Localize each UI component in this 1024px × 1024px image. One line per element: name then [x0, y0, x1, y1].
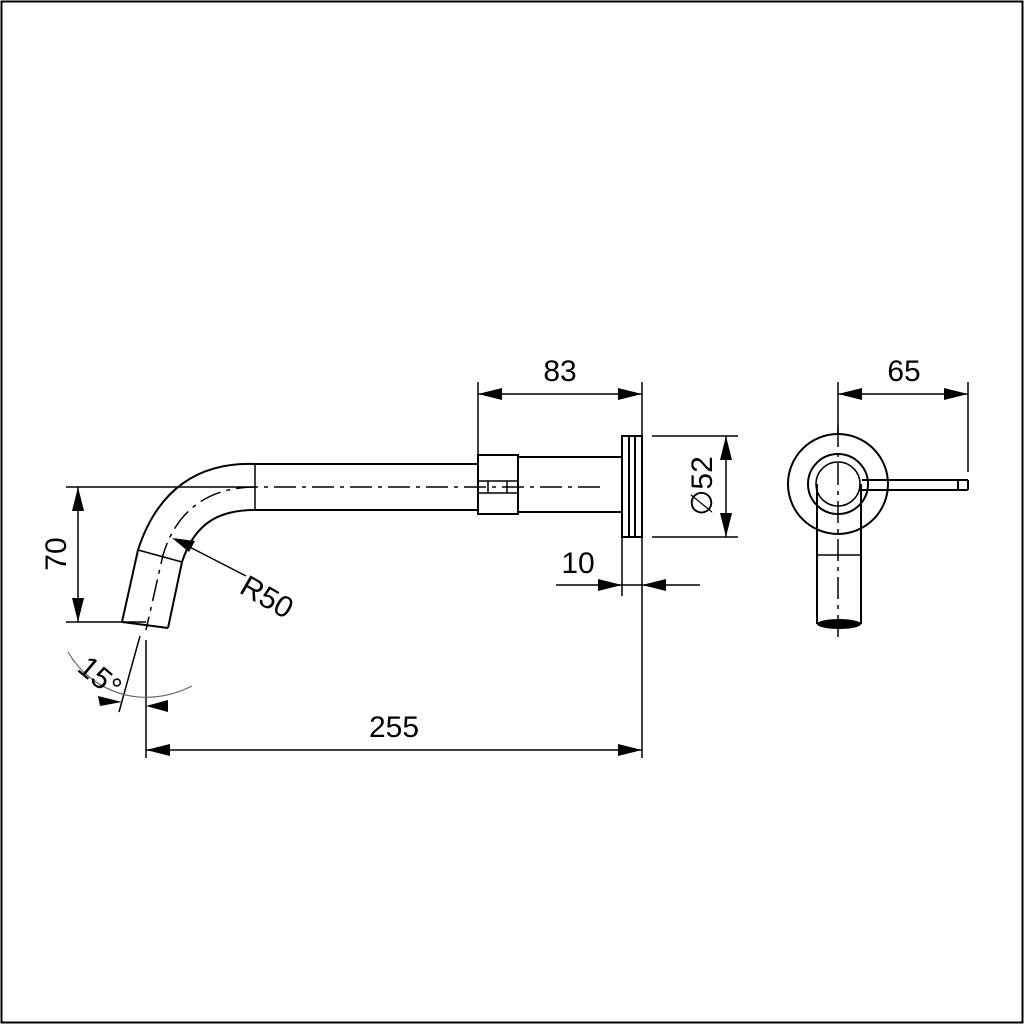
dim-52-label: ∅52: [686, 456, 719, 516]
dim-15-label: 15°: [72, 650, 128, 704]
dim-r50-label: R50: [235, 569, 299, 625]
outlet-right-edge: [167, 561, 183, 629]
dim-65-label: 65: [887, 355, 920, 388]
body-front-view: [477, 435, 643, 538]
dim-70-label: 70: [40, 537, 73, 570]
dim-10-label: 10: [561, 547, 594, 580]
bend-inner-edge: [181, 509, 256, 563]
rosette-plate: [621, 435, 643, 538]
dim-65: 65: [837, 355, 969, 472]
outlet-mouth: [121, 621, 169, 629]
dim-15-degrees: 15°: [67, 635, 193, 758]
angle-arc: [67, 651, 193, 698]
spout-front-view: [121, 462, 600, 631]
spout-side-view: [787, 425, 969, 640]
dim-r50: R50: [172, 538, 299, 626]
outlet-left-edge: [121, 549, 139, 623]
dim-255: 255: [146, 596, 643, 758]
dim-diameter-52: ∅52: [652, 435, 738, 538]
side-tube-outlet: [817, 619, 861, 629]
bend-end-line: [137, 549, 183, 563]
body-cylinder: [517, 456, 623, 513]
dim-83-label: 83: [543, 355, 576, 388]
dim-83: 83: [477, 355, 643, 455]
spout-center-line: [145, 486, 600, 631]
dim-255-label: 255: [369, 711, 419, 744]
dim-70: 70: [40, 486, 255, 623]
connector-sleeve: [477, 454, 519, 515]
dim-10: 10: [556, 537, 700, 596]
bend-outer-edge: [137, 462, 256, 551]
